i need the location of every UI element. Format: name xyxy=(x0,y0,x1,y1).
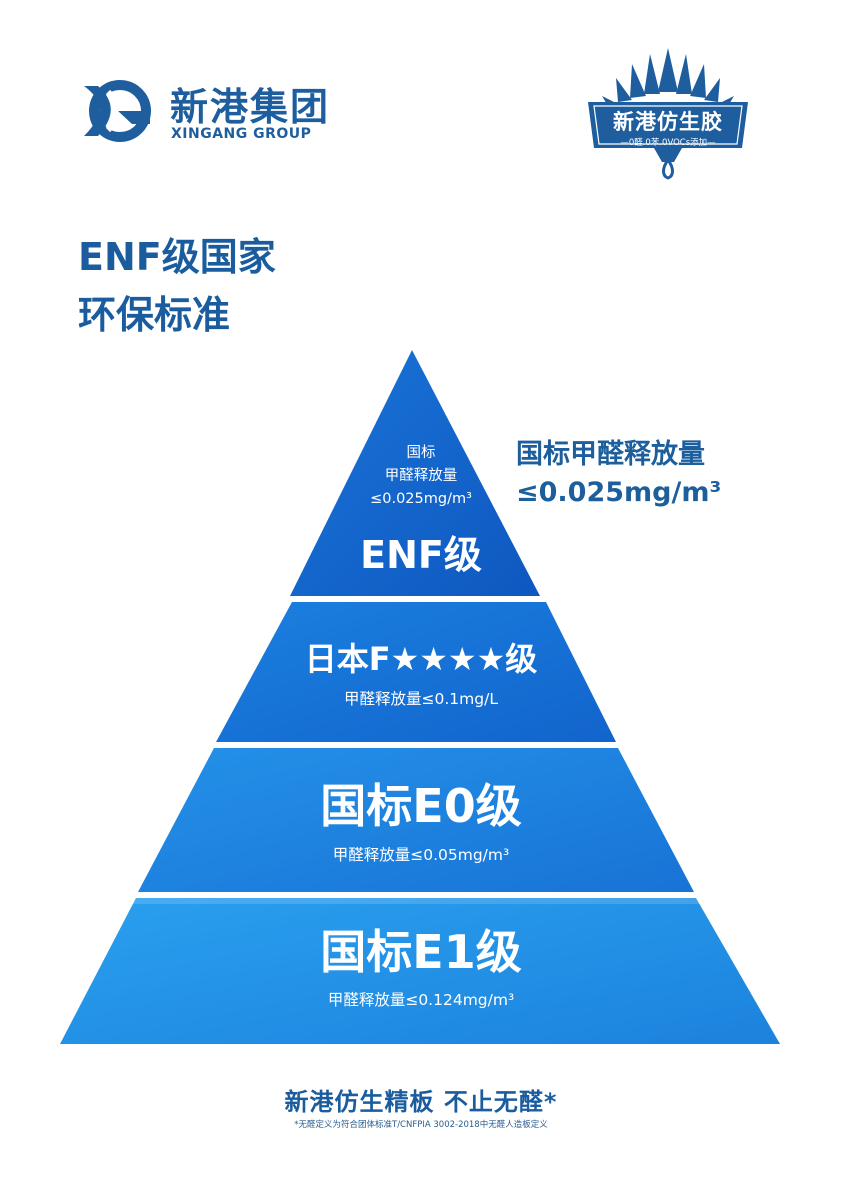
tier3-detail: 甲醛释放量≤0.05mg/m³ xyxy=(332,846,510,864)
brand-logo: 新港集团 XINGANG GROUP xyxy=(78,72,368,152)
brand-name-cn: 新港集团 xyxy=(170,85,331,129)
side-note: 国标甲醛释放量 ≤0.025mg/m³ xyxy=(516,436,721,512)
tier1-line1: 国标 xyxy=(406,445,436,461)
brand-name-en: XINGANG GROUP xyxy=(171,126,312,142)
pyramid-tier-4 xyxy=(60,898,780,1044)
tier2-detail: 甲醛释放量≤0.1mg/L xyxy=(344,690,498,708)
tier1-line3: ≤0.025mg/m³ xyxy=(370,491,472,507)
side-note-line2: ≤0.025mg/m³ xyxy=(516,477,722,508)
tier2-label: 日本F★★★★级 xyxy=(304,640,538,678)
shell-badge-icon xyxy=(588,48,748,180)
product-badge: 新港仿生胶 —0醛.0苯.0VOCs添加— xyxy=(578,44,758,182)
pyramid-tier-3 xyxy=(138,748,694,892)
pyramid-tier-2 xyxy=(216,602,616,742)
tier3-label: 国标E0级 xyxy=(320,779,522,833)
tier4-detail: 甲醛释放量≤0.124mg/m³ xyxy=(327,991,515,1009)
badge-title: 新港仿生胶 xyxy=(613,110,723,134)
side-note-line1: 国标甲醛释放量 xyxy=(516,439,705,470)
tier1-line2: 甲醛释放量 xyxy=(384,468,458,484)
tier1-label: ENF级 xyxy=(360,533,482,577)
headline-line2: 环保标准 xyxy=(78,293,231,337)
pyramid-tier-1 xyxy=(290,350,540,596)
headline: ENF级国家 环保标准 xyxy=(78,228,276,344)
xingang-logo-icon xyxy=(84,80,151,142)
headline-line1: ENF级国家 xyxy=(78,235,276,279)
footnote: *无醛定义为符合团体标准T/CNFPIA 3002-2018中无醛人造板定义 xyxy=(294,1120,548,1130)
tier4-label: 国标E1级 xyxy=(320,925,522,979)
badge-subtitle: —0醛.0苯.0VOCs添加— xyxy=(620,138,716,148)
slogan: 新港仿生精板 不止无醛* xyxy=(284,1088,558,1116)
